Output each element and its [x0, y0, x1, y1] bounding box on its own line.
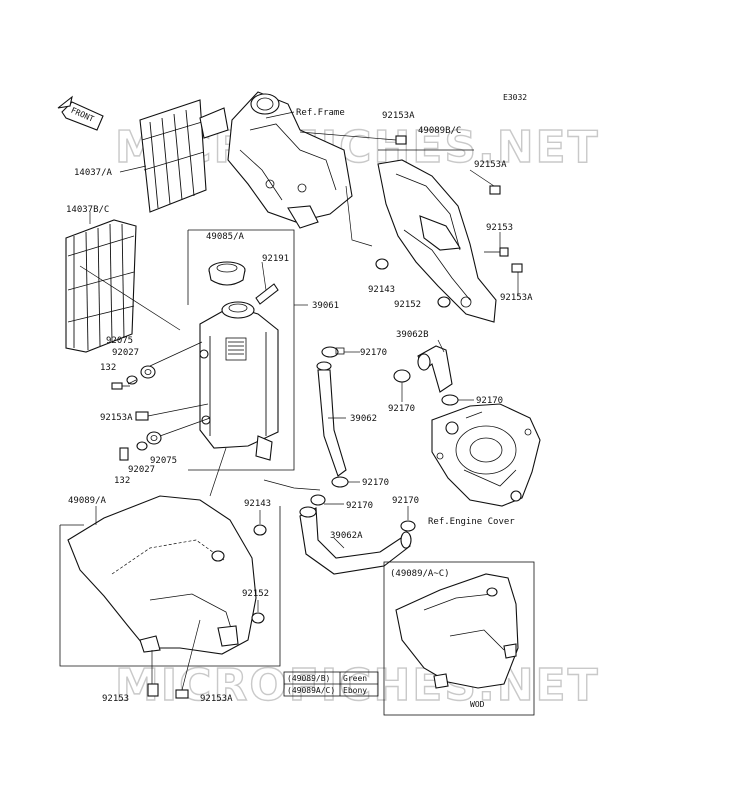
label-39062: 39062: [350, 414, 377, 424]
bolt-92153a-left-icon: [135, 411, 149, 421]
label-92170-c: 92170: [476, 396, 503, 406]
leader-39062b: [437, 339, 445, 353]
radiator-core-14037bc: [65, 219, 181, 353]
label-132-a: 132: [100, 363, 116, 373]
frame-head-tube: [227, 91, 353, 229]
bolt-92153a-bottom-icon: [175, 689, 189, 699]
grommet-92075-a: [140, 365, 156, 379]
frame-box-49085a: [188, 229, 295, 471]
bolt-92153-bottom-icon: [147, 683, 159, 697]
label-92153-bl: 92153: [102, 694, 129, 704]
collar-92027-a: [126, 375, 138, 385]
label-92075-b: 92075: [150, 456, 177, 466]
leader-92153a-top: [299, 131, 397, 141]
bolt-92153-r-icon: [484, 247, 509, 257]
bolt-92153a-r1-icon: [489, 185, 501, 195]
label-92153a-l: 92153A: [100, 413, 133, 423]
clamp-92170-a: [321, 346, 345, 358]
label-92153a-top: 92153A: [382, 111, 415, 121]
clamp-92170-e: [310, 494, 326, 506]
color-row-part-1: (49089/B): [287, 674, 330, 683]
bolt-132-b-icon: [119, 447, 129, 461]
label-92153a-r2: 92153A: [500, 293, 533, 303]
label-92170-a: 92170: [360, 348, 387, 358]
label-39062a: 39062A: [330, 531, 363, 541]
collar-92027-b: [136, 441, 148, 451]
color-table: (49089/B) Green (49089A/C) Ebony: [283, 671, 379, 697]
label-92143-l: 92143: [244, 499, 271, 509]
label-92153a-r1: 92153A: [474, 160, 507, 170]
hose-39062b: [417, 345, 453, 393]
radiator-cap-icon: [208, 261, 246, 286]
inset-title: (49089/A~C): [390, 569, 450, 579]
label-132-b: 132: [114, 476, 130, 486]
label-92170-d: 92170: [362, 478, 389, 488]
radiator-shroud-left: [67, 495, 257, 655]
label-92152-r: 92152: [394, 300, 421, 310]
bolt-92153a-top-icon: [395, 135, 407, 145]
color-row-color-1: Green: [343, 674, 367, 683]
shroud-box: [59, 506, 281, 667]
label-92143-r: 92143: [368, 285, 395, 295]
diagram-code: E3032: [503, 93, 527, 102]
watermark-bottom: MICROFICHES.NET: [115, 660, 600, 711]
label-14037bc: 14037B/C: [66, 205, 109, 215]
label-leaders: [89, 111, 519, 549]
inset-shroud: [395, 573, 519, 689]
connector-hose-lower: [263, 479, 321, 491]
label-39062b: 39062B: [396, 330, 429, 340]
leader-frame-right: [345, 185, 373, 247]
bolt-92153a-r2-icon: [511, 263, 523, 273]
color-row-part-2: (49089A/C): [287, 686, 335, 695]
clamp-92170-c: [441, 394, 459, 406]
clamp-92170-b: [393, 369, 411, 383]
inset-code: WOD: [470, 700, 485, 709]
clamp-92170-d: [331, 476, 349, 488]
radiator-main-39061: [199, 301, 279, 461]
color-row-color-2: Ebony: [343, 686, 367, 695]
label-39061: 39061: [312, 301, 339, 311]
label-92075-a: 92075: [106, 336, 133, 346]
label-92170-f: 92170: [392, 496, 419, 506]
connector-to-shroud: [209, 447, 227, 497]
label-49085a: 49085/A: [206, 232, 245, 242]
label-49089a: 49089/A: [68, 496, 107, 506]
label-ref-engine-cover: Ref.Engine Cover: [428, 517, 515, 527]
front-arrow-icon: FRONT: [57, 95, 104, 131]
bolt-132-a-icon: [111, 382, 130, 390]
grommet-92075-b: [146, 431, 162, 445]
label-92153a-bl: 92153A: [200, 694, 233, 704]
clamp-92170-f: [400, 520, 416, 532]
label-92170-e: 92170: [346, 501, 373, 511]
grommet-92143-right: [375, 258, 389, 270]
label-92153-r: 92153: [486, 223, 513, 233]
label-49089bc: 49089B/C: [418, 126, 461, 136]
grommet-92143-left: [253, 524, 267, 536]
label-92170-b: 92170: [388, 404, 415, 414]
label-92027-b: 92027: [128, 465, 155, 475]
label-ref-frame: Ref.Frame: [296, 108, 345, 118]
breather-hose-92191: [255, 261, 279, 305]
label-92191: 92191: [262, 254, 289, 264]
engine-cover-ref: [431, 403, 541, 507]
label-92152-l: 92152: [242, 589, 269, 599]
radiator-grille-14037a: [139, 99, 229, 213]
radiator-shroud-right: [377, 159, 497, 323]
collar-92152-left: [251, 612, 265, 624]
hose-39062: [316, 361, 347, 477]
leader-lines-left: [127, 341, 211, 437]
leader-92153a-bottom: [181, 619, 201, 691]
collar-92152-right: [437, 296, 451, 308]
inset-box: [383, 561, 535, 716]
hose-39062a: [299, 506, 412, 575]
label-14037a: 14037/A: [74, 168, 113, 178]
label-92027-a: 92027: [112, 348, 139, 358]
